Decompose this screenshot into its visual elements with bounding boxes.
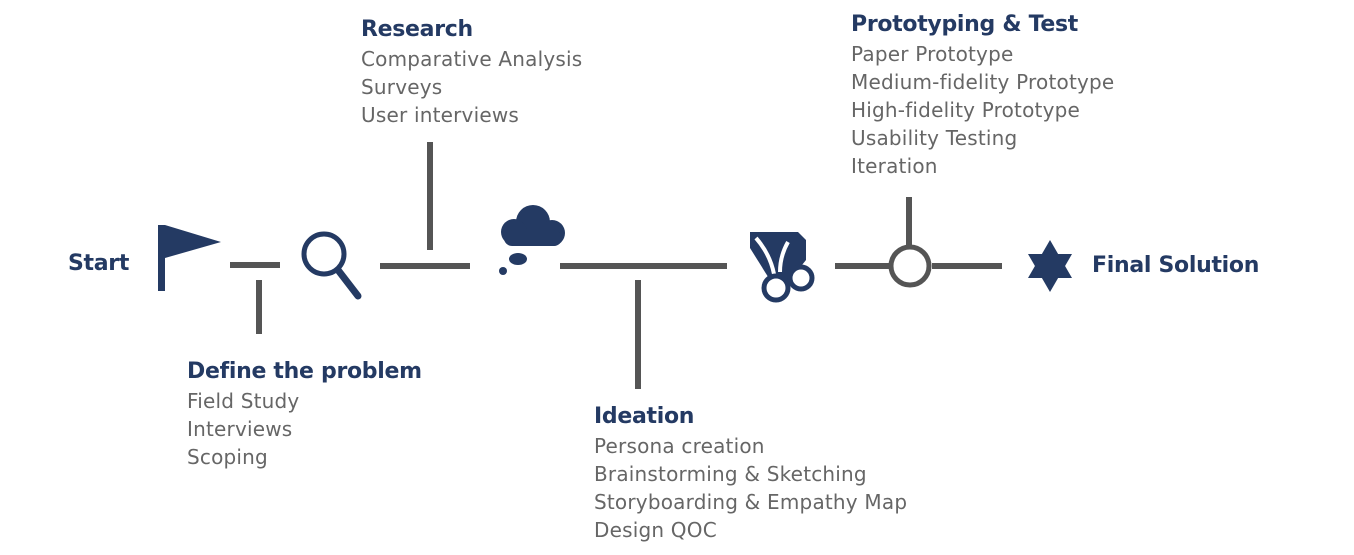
connector-line: [932, 263, 1002, 269]
final-solution-label: Final Solution: [1092, 253, 1260, 278]
connector-line: [560, 263, 727, 269]
list-item: Persona creation: [594, 434, 765, 458]
list-item: High-fidelity Prototype: [851, 98, 1081, 122]
connector-line: [380, 263, 470, 269]
stage-items: Persona creation Brainstorming & Sketchi…: [594, 432, 907, 544]
circle-node-icon: [888, 244, 932, 288]
stage-items: Comparative Analysis Surveys User interv…: [361, 45, 582, 129]
stage-title: Ideation: [594, 404, 695, 429]
flag-icon: [158, 225, 221, 291]
branch-line-define: [256, 280, 262, 334]
stage-define: Define the problem Field Study Interview…: [187, 357, 422, 471]
stage-ideation: Ideation Persona creation Brainstorming …: [594, 402, 907, 544]
list-item: Brainstorming & Sketching: [594, 462, 867, 486]
stage-prototyping: Prototyping & Test Paper Prototype Mediu…: [851, 10, 1114, 180]
list-item: Comparative Analysis: [361, 47, 583, 71]
list-item: Design QOC: [594, 518, 717, 542]
list-item: Scoping: [187, 445, 268, 469]
thought-cloud-icon: [499, 205, 565, 275]
list-item: Field Study: [187, 389, 300, 413]
branch-line-ideation: [635, 280, 641, 389]
list-item: Usability Testing: [851, 126, 1018, 150]
connector-line: [230, 262, 280, 268]
list-item: Iteration: [851, 154, 938, 178]
branch-line-research: [427, 142, 433, 250]
stage-title: Define the problem: [187, 359, 422, 384]
stage-title: Prototyping & Test: [851, 12, 1078, 37]
list-item: User interviews: [361, 103, 520, 127]
branch-line-prototyping: [906, 197, 912, 245]
stage-research: Research Comparative Analysis Surveys Us…: [361, 15, 582, 129]
list-item: Paper Prototype: [851, 42, 1014, 66]
start-label: Start: [68, 251, 130, 276]
connector-line: [835, 263, 890, 269]
magnifier-icon: [301, 231, 362, 300]
star-icon: [1028, 240, 1072, 292]
list-item: Medium-fidelity Prototype: [851, 70, 1115, 94]
list-item: Storyboarding & Empathy Map: [594, 490, 908, 514]
list-item: Surveys: [361, 75, 443, 99]
stage-items: Paper Prototype Medium-fidelity Prototyp…: [851, 40, 1114, 180]
stage-title: Research: [361, 17, 473, 42]
list-item: Interviews: [187, 417, 293, 441]
scissors-icon: [750, 232, 815, 303]
stage-items: Field Study Interviews Scoping: [187, 387, 422, 471]
